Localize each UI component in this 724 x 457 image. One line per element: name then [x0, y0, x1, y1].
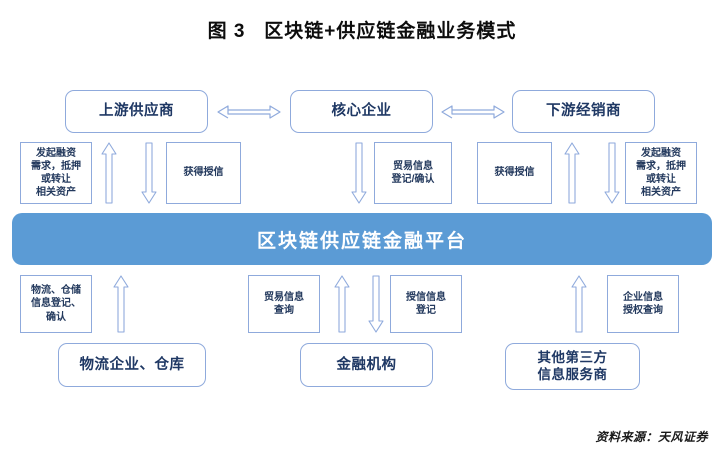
note-label: 获得授信 — [183, 167, 224, 179]
arrow-downstream-up — [563, 142, 581, 204]
entity-third-party-info-provider[interactable]: 其他第三方 信息服务商 — [505, 343, 640, 390]
note-trade-info-query[interactable]: 贸易信息 查询 — [248, 275, 320, 333]
note-trade-info-registration[interactable]: 贸易信息 登记/确认 — [374, 142, 452, 204]
entity-downstream-distributor[interactable]: 下游经销商 — [512, 90, 655, 133]
note-label: 获得授信 — [494, 167, 535, 179]
arrow-thirdparty-up — [570, 275, 588, 333]
note-enterprise-info-auth-query[interactable]: 企业信息 授权查询 — [607, 275, 679, 333]
arrow-financial-down — [367, 275, 385, 333]
note-label: 发起融资 需求，抵押 或转让 相关资产 — [636, 147, 686, 199]
diagram-canvas: 上游供应商 核心企业 下游经销商 发起融资 需求，抵押 或转让 相关资产 获得授… — [0, 60, 724, 457]
note-label: 发起融资 需求，抵押 或转让 相关资产 — [31, 147, 81, 199]
note-upstream-credit[interactable]: 获得授信 — [166, 142, 241, 204]
arrow-logistics-up — [112, 275, 130, 333]
note-label: 企业信息 授权查询 — [623, 291, 663, 316]
note-downstream-credit[interactable]: 获得授信 — [477, 142, 552, 204]
arrow-downstream-down — [603, 142, 621, 204]
entity-logistics-warehouse[interactable]: 物流企业、仓库 — [58, 343, 206, 387]
platform-banner[interactable]: 区块链供应链金融平台 — [12, 213, 712, 265]
note-label: 贸易信息 查询 — [264, 291, 304, 316]
note-label: 物流、仓储 信息登记、 确认 — [31, 285, 81, 323]
entity-label: 下游经销商 — [546, 103, 621, 120]
entity-core-enterprise[interactable]: 核心企业 — [290, 90, 433, 133]
connector-supplier-to-core — [216, 103, 282, 121]
note-credit-info-registration[interactable]: 授信信息 登记 — [390, 275, 462, 333]
entity-upstream-supplier[interactable]: 上游供应商 — [65, 90, 208, 133]
entity-label: 物流企业、仓库 — [79, 356, 185, 373]
note-label: 贸易信息 登记/确认 — [391, 160, 435, 185]
connector-core-to-distributor — [440, 103, 506, 121]
entity-label: 核心企业 — [331, 103, 392, 120]
note-label: 授信信息 登记 — [406, 291, 446, 316]
arrow-upstream-up — [100, 142, 118, 204]
arrow-core-down — [350, 142, 368, 204]
arrow-financial-up — [333, 275, 351, 333]
note-downstream-financing[interactable]: 发起融资 需求，抵押 或转让 相关资产 — [625, 142, 697, 204]
entity-label: 其他第三方 信息服务商 — [537, 349, 608, 382]
source-attribution: 资料来源：天风证券 — [595, 430, 708, 444]
note-logistics-registration[interactable]: 物流、仓储 信息登记、 确认 — [20, 275, 92, 333]
entity-label: 上游供应商 — [99, 103, 174, 120]
platform-label: 区块链供应链金融平台 — [256, 230, 467, 252]
note-upstream-financing[interactable]: 发起融资 需求，抵押 或转让 相关资产 — [20, 142, 92, 204]
page-title: 图 3 区块链+供应链金融业务模式 — [207, 21, 517, 42]
entity-label: 金融机构 — [336, 356, 397, 373]
arrow-upstream-down — [140, 142, 158, 204]
entity-financial-institution[interactable]: 金融机构 — [300, 343, 433, 387]
